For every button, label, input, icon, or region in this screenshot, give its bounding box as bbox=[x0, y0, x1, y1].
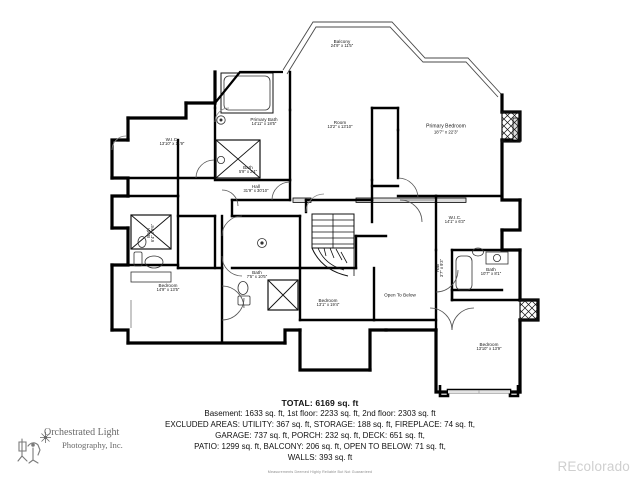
excluded-areas-2: GARAGE: 737 sq. ft, PORCH: 232 sq. ft, D… bbox=[215, 430, 425, 440]
shower-left bbox=[130, 214, 172, 250]
excluded-areas-4: WALLS: 393 sq. ft bbox=[287, 452, 353, 462]
interior-walls bbox=[126, 70, 522, 345]
bay-window bbox=[214, 70, 283, 104]
floor-breakdown: Basement: 1633 sq. ft, 1st floor: 2233 s… bbox=[204, 409, 436, 418]
door-swings bbox=[111, 107, 475, 331]
excluded-areas-1: EXCLUDED AREAS: UTILITY: 367 sq. ft, STO… bbox=[165, 419, 475, 429]
balcony-outline bbox=[282, 21, 503, 110]
scale-bar bbox=[438, 385, 520, 398]
staircase bbox=[311, 213, 355, 277]
measurement-disclaimer: Measurements Deemed Highly Reliable But … bbox=[267, 470, 373, 475]
starburst-icon bbox=[40, 432, 51, 443]
logo-line-2: Photography, Inc. bbox=[62, 439, 123, 450]
logo-text: Orchestrated Light Photography, Inc. bbox=[44, 427, 164, 450]
logo-line-1: Orchestrated Light bbox=[44, 427, 120, 438]
recolorado-watermark: REcolorado bbox=[557, 459, 630, 474]
fireplace bbox=[501, 111, 521, 143]
easel-figure-icon bbox=[17, 438, 41, 464]
shower-mid bbox=[267, 279, 299, 311]
shower-upper bbox=[215, 139, 261, 179]
excluded-areas-3: PATIO: 1299 sq. ft, BALCONY: 206 sq. ft,… bbox=[194, 441, 446, 451]
plan-geometry bbox=[110, 21, 540, 394]
hatch-bottom-right bbox=[519, 299, 539, 321]
fixtures bbox=[130, 72, 539, 328]
area-summary: TOTAL: 6169 sq. ft Basement: 1633 sq. ft… bbox=[0, 398, 640, 474]
total-area: TOTAL: 6169 sq. ft bbox=[281, 398, 359, 408]
photographer-logo: Orchestrated Light Photography, Inc. bbox=[14, 426, 164, 470]
window-bands bbox=[292, 117, 519, 203]
